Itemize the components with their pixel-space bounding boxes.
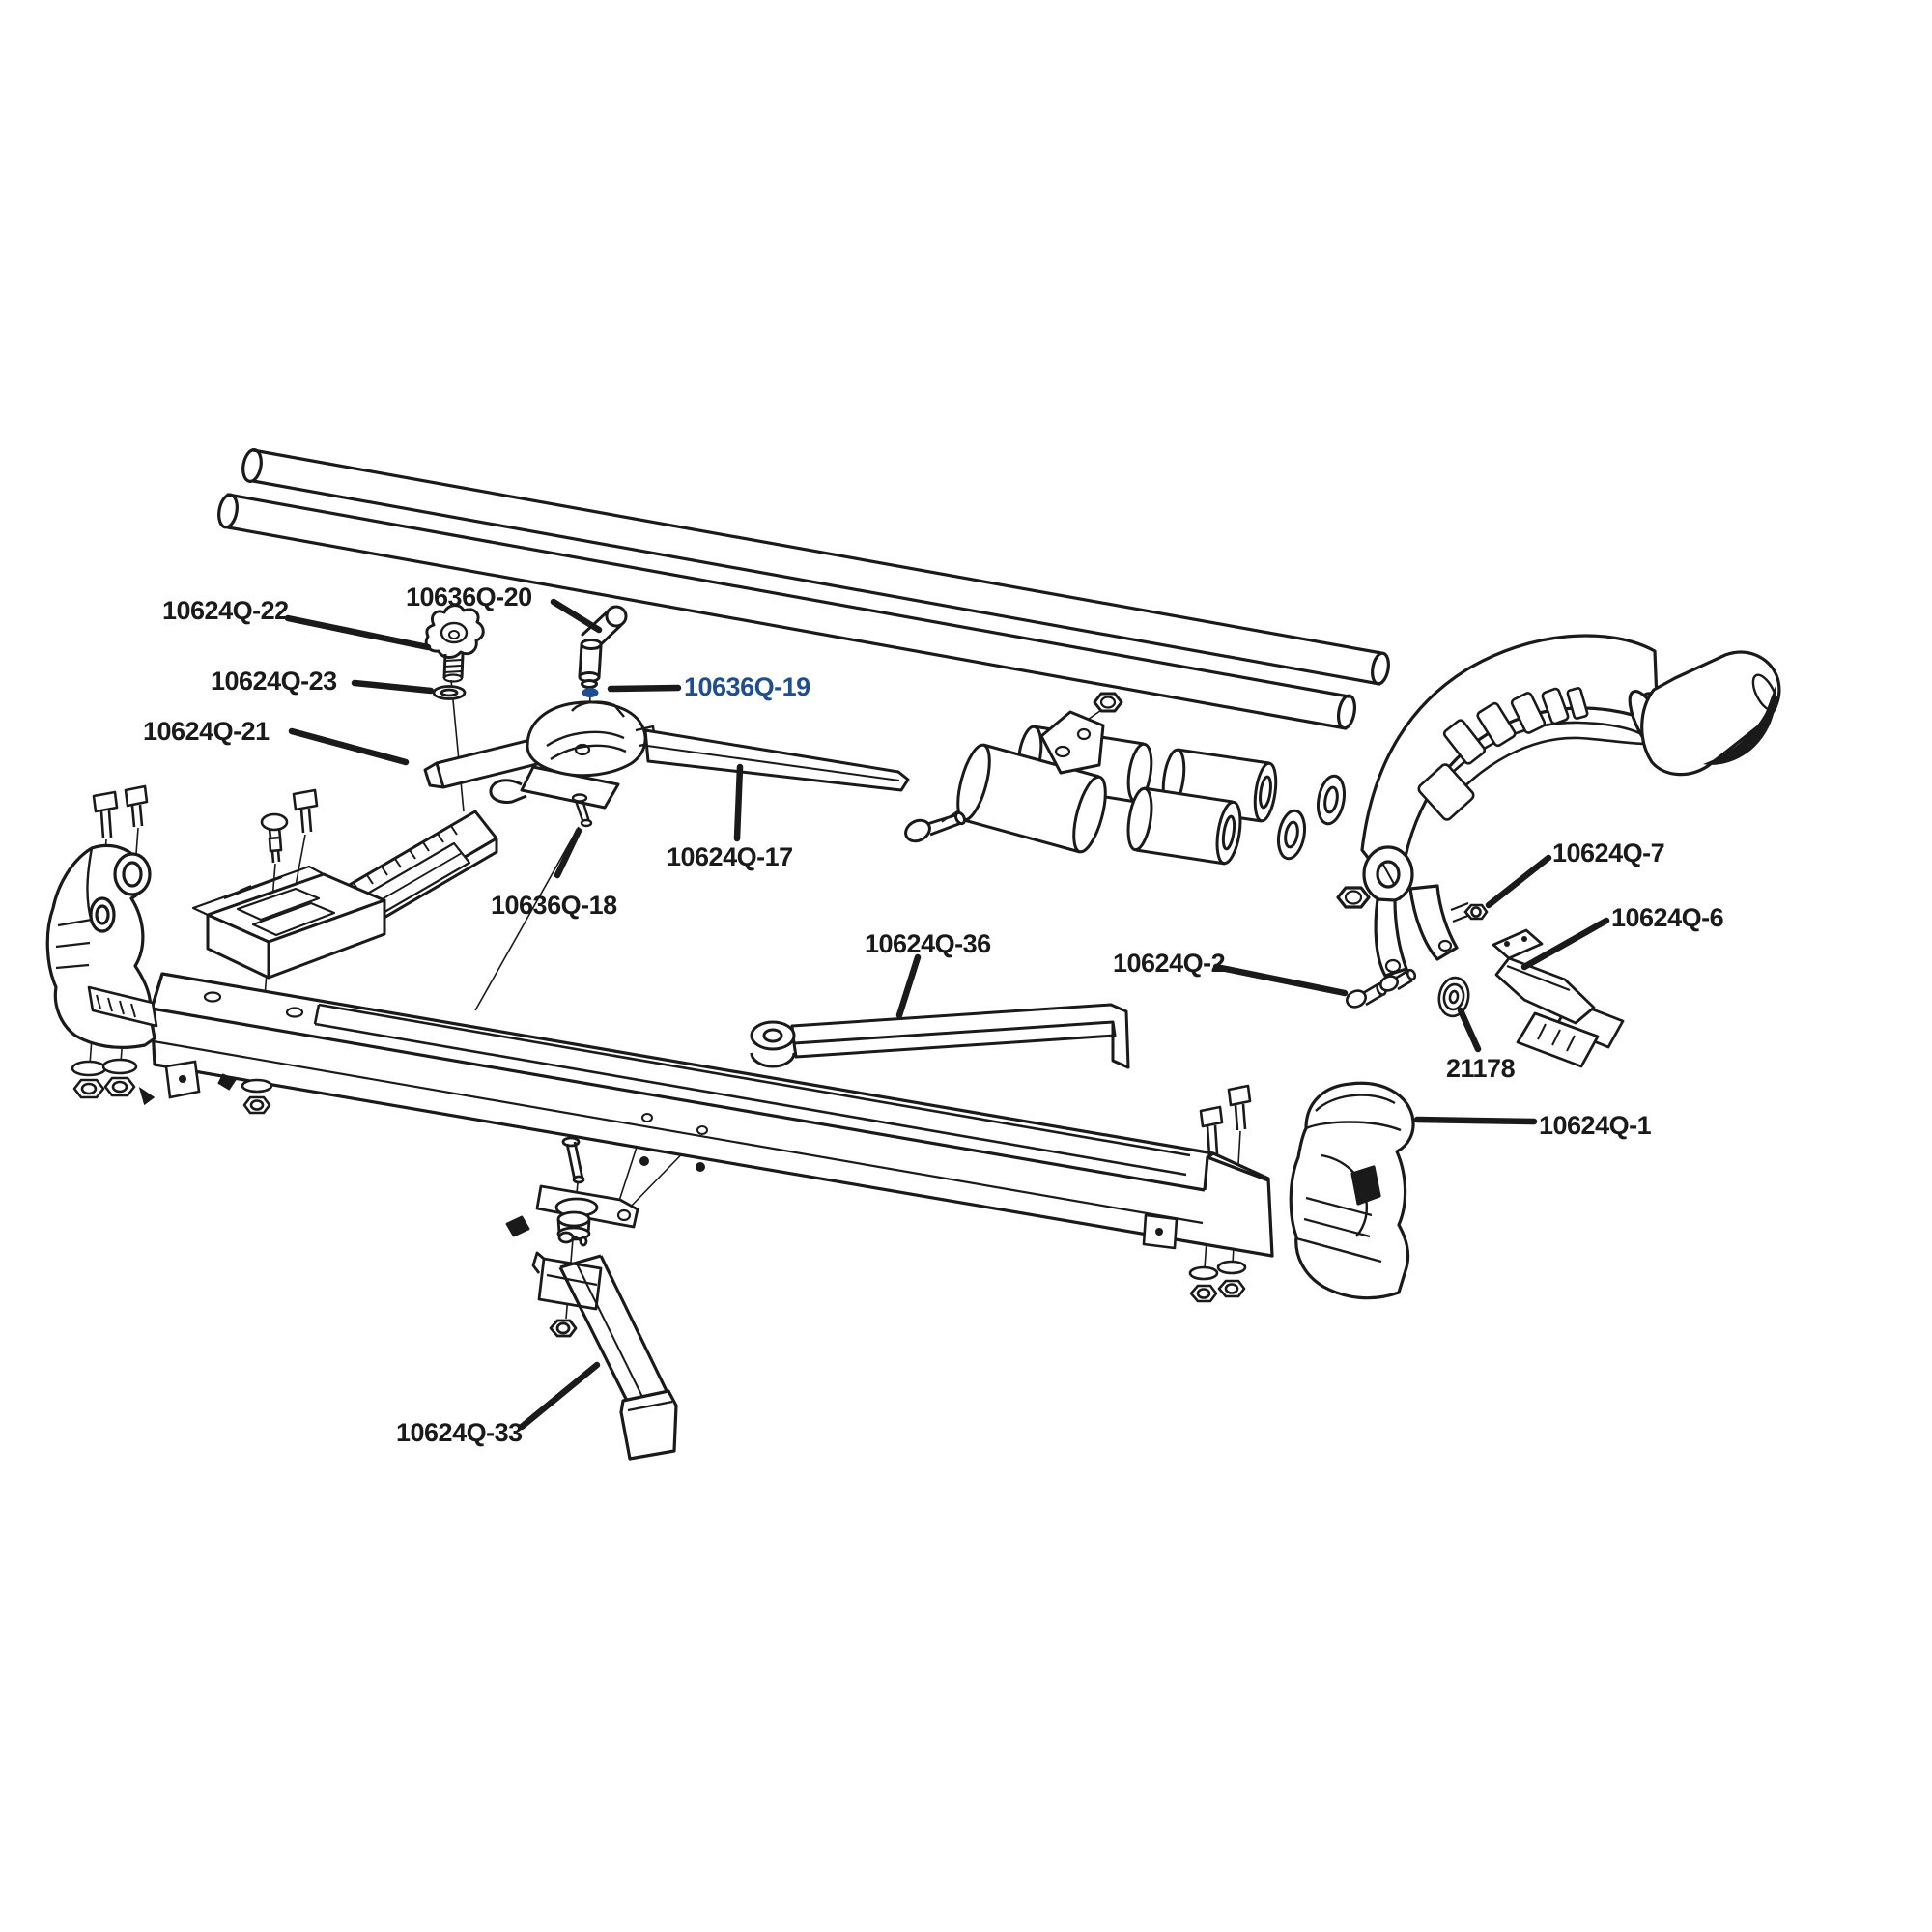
pivot-nut (1336, 886, 1371, 909)
leader-lines (284, 598, 1610, 1431)
pivot-bolts-10624Q-2 (1346, 968, 1417, 1009)
leg-assembly (505, 1136, 678, 1461)
leader-10624Q-7 (1485, 854, 1552, 909)
flat-washer (432, 685, 467, 700)
pivot-boss (1362, 845, 1414, 903)
part-label-10624Q-1: 10624Q-1 (1539, 1111, 1652, 1140)
leader-10636Q-18 (554, 827, 582, 879)
part-label-10624Q-33: 10624Q-33 (396, 1418, 523, 1447)
breaker-foot-10624Q-6 (1492, 928, 1625, 1068)
straightedge-arm (643, 728, 910, 792)
guide-rail-front (217, 493, 1357, 730)
part-label-21178: 21178 (1446, 1054, 1516, 1083)
clamp-step-block (191, 865, 386, 980)
protractor-head (489, 700, 657, 810)
part-label-10624Q-22: 10624Q-22 (162, 596, 289, 625)
clevis-fork (1374, 884, 1471, 978)
leader-10636Q-20 (550, 598, 603, 634)
part-label-10624Q-6: 10624Q-6 (1611, 903, 1724, 932)
leader-10624Q-36 (895, 953, 922, 1019)
part-label-10624Q-23: 10624Q-23 (211, 667, 337, 696)
grooved-washer-21178 (1437, 976, 1470, 1018)
leader-10624Q-33 (518, 1361, 601, 1431)
leader-10624Q-21 (288, 727, 410, 766)
handle-arm-windows (1417, 687, 1589, 821)
part-label-10624Q-7: 10624Q-7 (1552, 838, 1664, 867)
part-label-10624Q-17: 10624Q-17 (667, 842, 793, 871)
square-nut-plate (138, 1060, 237, 1106)
hex-nut-10624Q-7 (1463, 903, 1489, 921)
clamp-lever (578, 605, 628, 689)
handle-assembly (1336, 634, 1781, 978)
part-label-10636Q-19: 10636Q-19 (684, 672, 810, 701)
guide-clamp-bar (423, 737, 543, 789)
leader-10624Q-1 (1413, 1116, 1538, 1125)
leader-10624Q-22 (284, 614, 432, 651)
leader-10636Q-19 (607, 684, 682, 693)
star-knob (424, 604, 485, 683)
roller-carriage (904, 692, 1347, 866)
base-rail (150, 972, 1274, 1258)
part-label-10624Q-21: 10624Q-21 (143, 717, 270, 746)
roll-pin (571, 793, 593, 828)
part-label-10636Q-18: 10636Q-18 (491, 891, 617, 920)
leader-21178 (1457, 1007, 1482, 1053)
support-arm (750, 1003, 1130, 1069)
leader-10624Q-17 (733, 763, 744, 842)
o-ring-highlighted-part (582, 688, 599, 697)
part-label-10624Q-36: 10624Q-36 (865, 929, 991, 958)
leader-10624Q-2 (1212, 963, 1349, 997)
part-label-10636Q-20: 10636Q-20 (406, 582, 532, 611)
part-label-10624Q-2: 10624Q-2 (1113, 949, 1225, 978)
right-stop-bracket (1289, 1081, 1415, 1300)
left-end-bracket (45, 843, 158, 1049)
leader-10624Q-23 (351, 679, 435, 695)
left-bolts-and-nuts (71, 784, 319, 1115)
guide-rail-back (242, 448, 1390, 686)
leader-10624Q-6 (1520, 917, 1610, 971)
part-labels: 10624Q-22 10636Q-20 10624Q-23 10636Q-19 … (143, 582, 1724, 1447)
handle-grip (1628, 650, 1781, 777)
right-bolts-and-nuts (1188, 1084, 1252, 1303)
